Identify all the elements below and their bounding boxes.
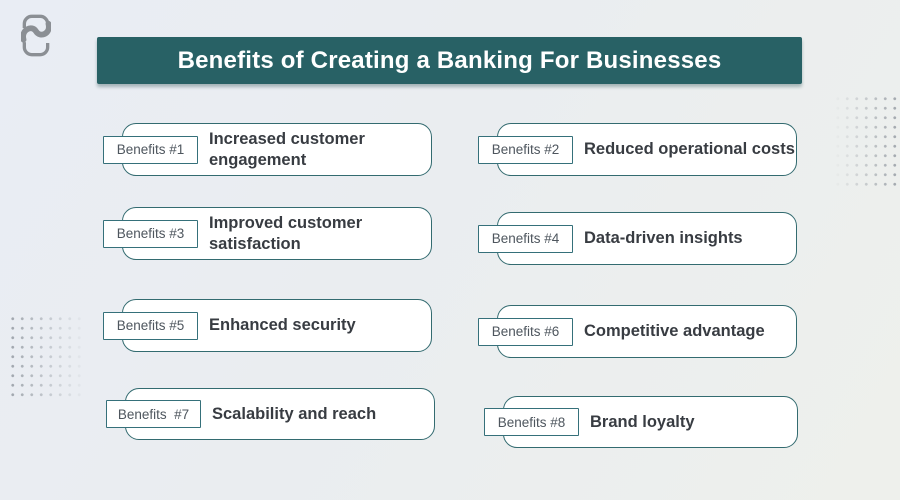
- benefit-tag-1: Benefits #1: [103, 135, 198, 164]
- dot-pattern-left: [8, 314, 88, 402]
- benefit-title-2: Reduced operational costs: [584, 140, 795, 159]
- benefit-card-7: Benefits #7 Scalability and reach: [106, 388, 435, 440]
- benefit-title-5: Enhanced security: [209, 316, 356, 335]
- benefit-title-4: Data-driven insights: [584, 229, 743, 248]
- benefit-card-4: Benefits #4 Data-driven insights: [478, 212, 797, 265]
- benefit-title-8: Brand loyalty: [590, 412, 695, 431]
- header-banner: Benefits of Creating a Banking For Busin…: [97, 37, 802, 84]
- benefit-card-8: Benefits #8 Brand loyalty: [484, 396, 798, 448]
- benefit-tag-6: Benefits #6: [478, 317, 573, 346]
- benefit-title-6: Competitive advantage: [584, 322, 765, 341]
- benefit-tag-8: Benefits #8: [484, 408, 579, 436]
- benefit-tag-5: Benefits #5: [103, 311, 198, 340]
- brand-logo-icon: [20, 12, 52, 59]
- benefit-tag-7: Benefits #7: [106, 400, 201, 428]
- benefit-card-5: Benefits #5 Enhanced security: [103, 299, 432, 352]
- benefit-card-6: Benefits #6 Competitive advantage: [478, 305, 797, 358]
- benefit-title-3: Improved customer satisfaction: [209, 214, 363, 253]
- benefit-title-1: Increased customer engagement: [209, 130, 365, 169]
- benefit-card-1: Benefits #1 Increased customer engagemen…: [103, 123, 432, 176]
- benefit-card-2: Benefits #2 Reduced operational costs: [478, 123, 797, 176]
- benefit-tag-4: Benefits #4: [478, 224, 573, 253]
- page-title: Benefits of Creating a Banking For Busin…: [177, 46, 722, 74]
- benefit-card-3: Benefits #3 Improved customer satisfacti…: [103, 207, 432, 260]
- dot-pattern-right: [833, 94, 900, 186]
- benefit-tag-3: Benefits #3: [103, 219, 198, 248]
- benefit-tag-2: Benefits #2: [478, 135, 573, 164]
- benefit-title-7: Scalability and reach: [212, 404, 377, 423]
